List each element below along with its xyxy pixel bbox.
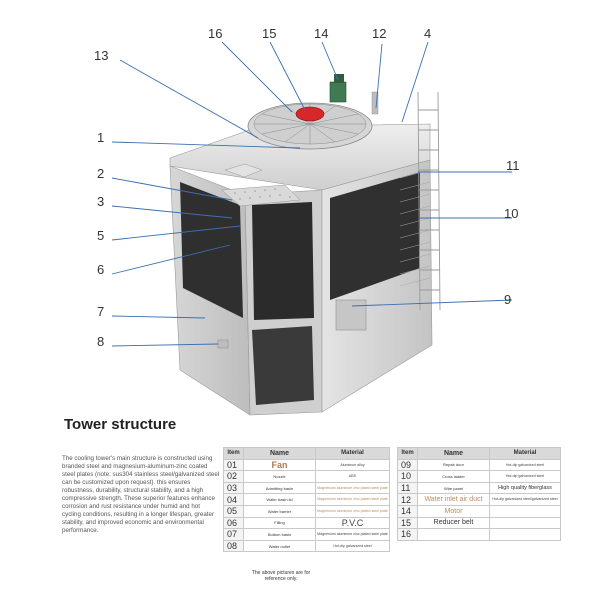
callout-15: 15 bbox=[262, 26, 276, 41]
item-material: Magnesium aluminum zinc plated steel pla… bbox=[315, 481, 390, 495]
item-number: 04 bbox=[223, 493, 244, 506]
callout-1: 1 bbox=[97, 130, 104, 145]
table-row: 01 Fan Aluminum alloy bbox=[223, 458, 390, 472]
header-material: Material bbox=[315, 447, 390, 460]
item-name: Fan bbox=[243, 458, 316, 472]
header-name: Name bbox=[417, 447, 490, 460]
callout-7: 7 bbox=[97, 304, 104, 319]
callout-12: 12 bbox=[372, 26, 386, 41]
parts-table-left: Item Name Material 01 Fan Aluminum alloy… bbox=[223, 447, 390, 553]
item-material: Aluminum alloy bbox=[315, 458, 390, 472]
table-row: 12 Water inlet air duct Hot-dip galvaniz… bbox=[397, 493, 561, 506]
table-row: 08 Water outlet Hot-dip galvanized steel bbox=[223, 539, 390, 553]
table-row: 09 Repair door Hot-dip galvanized steel bbox=[397, 458, 561, 472]
callout-9: 9 bbox=[504, 292, 511, 307]
item-number: 16 bbox=[397, 528, 418, 541]
item-material bbox=[489, 504, 561, 518]
item-number: 01 bbox=[223, 458, 244, 472]
callout-13: 13 bbox=[94, 48, 108, 63]
item-material: Magnesium aluminum zinc plated steel pla… bbox=[315, 493, 390, 506]
item-name: Water outlet bbox=[243, 539, 316, 553]
callout-3: 3 bbox=[97, 194, 104, 209]
section-title: Tower structure bbox=[64, 416, 177, 433]
item-material: Hot-dip galvanized steel bbox=[489, 470, 561, 483]
item-material: Hot-dip galvanized steel bbox=[489, 458, 561, 472]
table-row: 10 Cross ladder Hot-dip galvanized steel bbox=[397, 470, 561, 483]
callout-10: 10 bbox=[504, 206, 518, 221]
callout-16: 16 bbox=[208, 26, 222, 41]
item-name: Water basin lid bbox=[243, 493, 316, 506]
item-name: Reducer belt bbox=[417, 516, 490, 530]
table-row: 02 Nozzle ABS bbox=[223, 470, 390, 483]
item-name bbox=[417, 528, 490, 541]
item-name: Bottom basin bbox=[243, 528, 316, 541]
item-name: Nozzle bbox=[243, 470, 316, 483]
callout-6: 6 bbox=[97, 262, 104, 277]
table-row: 05 Water barrier Magnesium aluminum zinc… bbox=[223, 504, 390, 518]
item-number: 10 bbox=[397, 470, 418, 483]
header-item: Item bbox=[397, 447, 418, 460]
item-material: Magnesium aluminum zinc plated steel pla… bbox=[315, 528, 390, 541]
reference-note: The above pictures are for reference onl… bbox=[251, 570, 311, 582]
table-row: 11 Wire panel High quality fiberglass bbox=[397, 481, 561, 495]
item-number: 08 bbox=[223, 539, 244, 553]
table-row: 15 Reducer belt bbox=[397, 516, 561, 530]
item-material: P.V.C bbox=[315, 516, 390, 530]
callout-14: 14 bbox=[314, 26, 328, 41]
item-number: 14 bbox=[397, 504, 418, 518]
header-material: Material bbox=[489, 447, 561, 460]
item-name: Motor bbox=[417, 504, 490, 518]
parts-table-right: Item Name Material 09 Repair door Hot-di… bbox=[397, 447, 561, 541]
table-row: 04 Water basin lid Magnesium aluminum zi… bbox=[223, 493, 390, 506]
item-name: Filling bbox=[243, 516, 316, 530]
item-number: 15 bbox=[397, 516, 418, 530]
table-row: 03 Admitting basin Magnesium aluminum zi… bbox=[223, 481, 390, 495]
item-material bbox=[489, 516, 561, 530]
header-item: Item bbox=[223, 447, 244, 460]
item-material: ABS bbox=[315, 470, 390, 483]
table-header-row: Item Name Material bbox=[223, 447, 390, 460]
leader-lines bbox=[111, 41, 513, 347]
item-material: High quality fiberglass bbox=[489, 481, 561, 495]
item-number: 09 bbox=[397, 458, 418, 472]
table-row: 07 Bottom basin Magnesium aluminum zinc … bbox=[223, 528, 390, 541]
table-header-row: Item Name Material bbox=[397, 447, 561, 460]
item-material: Hot-dip galvanized steel/galvanized stee… bbox=[489, 493, 561, 506]
table-row: 14 Motor bbox=[397, 504, 561, 518]
item-name: Cross ladder bbox=[417, 470, 490, 483]
callout-8: 8 bbox=[97, 334, 104, 349]
callout-numbers: 13 16 15 14 12 4 1 11 2 10 3 5 6 9 7 8 bbox=[94, 26, 520, 349]
callout-2: 2 bbox=[97, 166, 104, 181]
item-number: 12 bbox=[397, 493, 418, 506]
item-material: Hot-dip galvanized steel bbox=[315, 539, 390, 553]
item-number: 02 bbox=[223, 470, 244, 483]
callout-11: 11 bbox=[506, 158, 520, 173]
item-number: 05 bbox=[223, 504, 244, 518]
callout-5: 5 bbox=[97, 228, 104, 243]
item-material: Magnesium aluminum zinc plated steel pla… bbox=[315, 504, 390, 518]
item-name: Repair door bbox=[417, 458, 490, 472]
item-number: 07 bbox=[223, 528, 244, 541]
item-name: Water barrier bbox=[243, 504, 316, 518]
item-number: 06 bbox=[223, 516, 244, 530]
table-row: 06 Filling P.V.C bbox=[223, 516, 390, 530]
item-name: Water inlet air duct bbox=[417, 493, 490, 506]
item-name: Wire panel bbox=[417, 481, 490, 495]
item-material bbox=[489, 528, 561, 541]
table-row: 16 bbox=[397, 528, 561, 541]
section-description: The cooling tower's main structure is co… bbox=[62, 455, 220, 534]
callout-4: 4 bbox=[424, 26, 431, 41]
item-name: Admitting basin bbox=[243, 481, 316, 495]
header-name: Name bbox=[243, 447, 316, 460]
tower-body bbox=[169, 74, 441, 416]
item-number: 11 bbox=[397, 481, 418, 495]
item-number: 03 bbox=[223, 481, 244, 495]
